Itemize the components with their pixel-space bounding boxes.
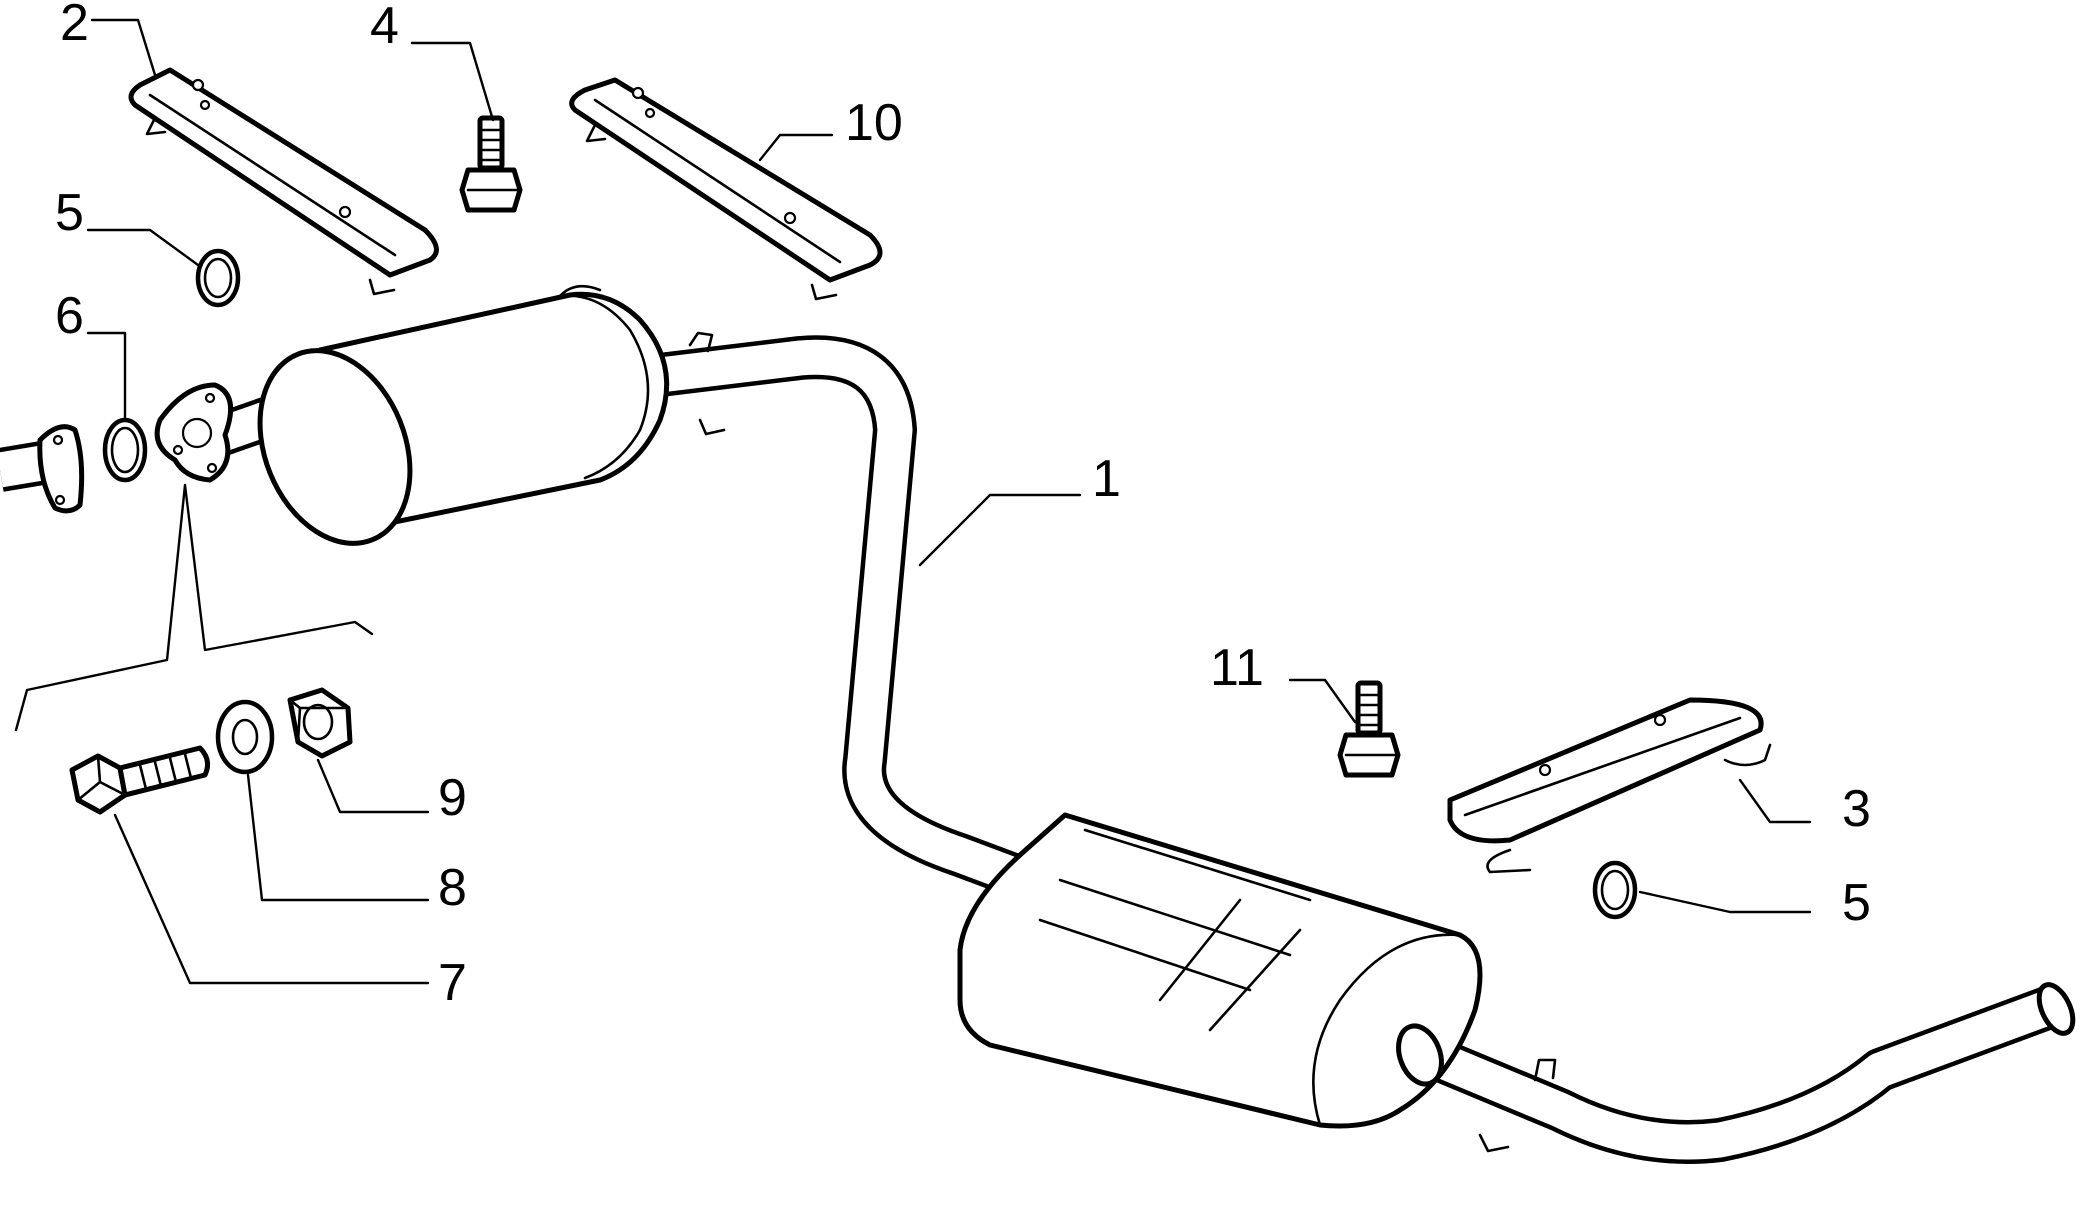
leader-lines: [86, 18, 1812, 985]
upstream-pipe: [0, 424, 85, 514]
callout-11: 11: [1210, 639, 1264, 697]
bolt-part-7: [69, 745, 211, 815]
callout-6: 6: [55, 287, 84, 345]
callout-4: 4: [370, 0, 399, 55]
bolt-part-4: [459, 115, 523, 213]
nut-part-9: [287, 687, 353, 759]
front-muffler: [257, 284, 670, 546]
callout-1: 1: [1092, 450, 1121, 508]
ring-part-5-top: [195, 248, 241, 308]
callout-2: 2: [60, 0, 89, 52]
rubber-mount-part-2: [128, 67, 439, 296]
callout-8: 8: [438, 859, 467, 917]
front-flange: [154, 382, 234, 483]
callout-3: 3: [1842, 780, 1871, 838]
rear-muffler: [957, 812, 1483, 1129]
callout-9: 9: [438, 769, 467, 827]
rubber-mount-part-10: [569, 77, 883, 301]
exhaust-pipe-part-1: [212, 331, 2076, 1164]
callout-5-top: 5: [55, 184, 84, 242]
callout-7: 7: [438, 954, 467, 1012]
gasket-part-6: [102, 417, 148, 483]
bolt-part-11: [1337, 680, 1401, 778]
callout-5-bottom: 5: [1842, 874, 1871, 932]
callout-10: 10: [845, 94, 903, 152]
detail-view-bracket: [14, 483, 374, 732]
rubber-mount-part-3: [1447, 697, 1772, 874]
ring-part-5-bottom: [1592, 860, 1638, 920]
washer-part-8: [215, 699, 275, 775]
